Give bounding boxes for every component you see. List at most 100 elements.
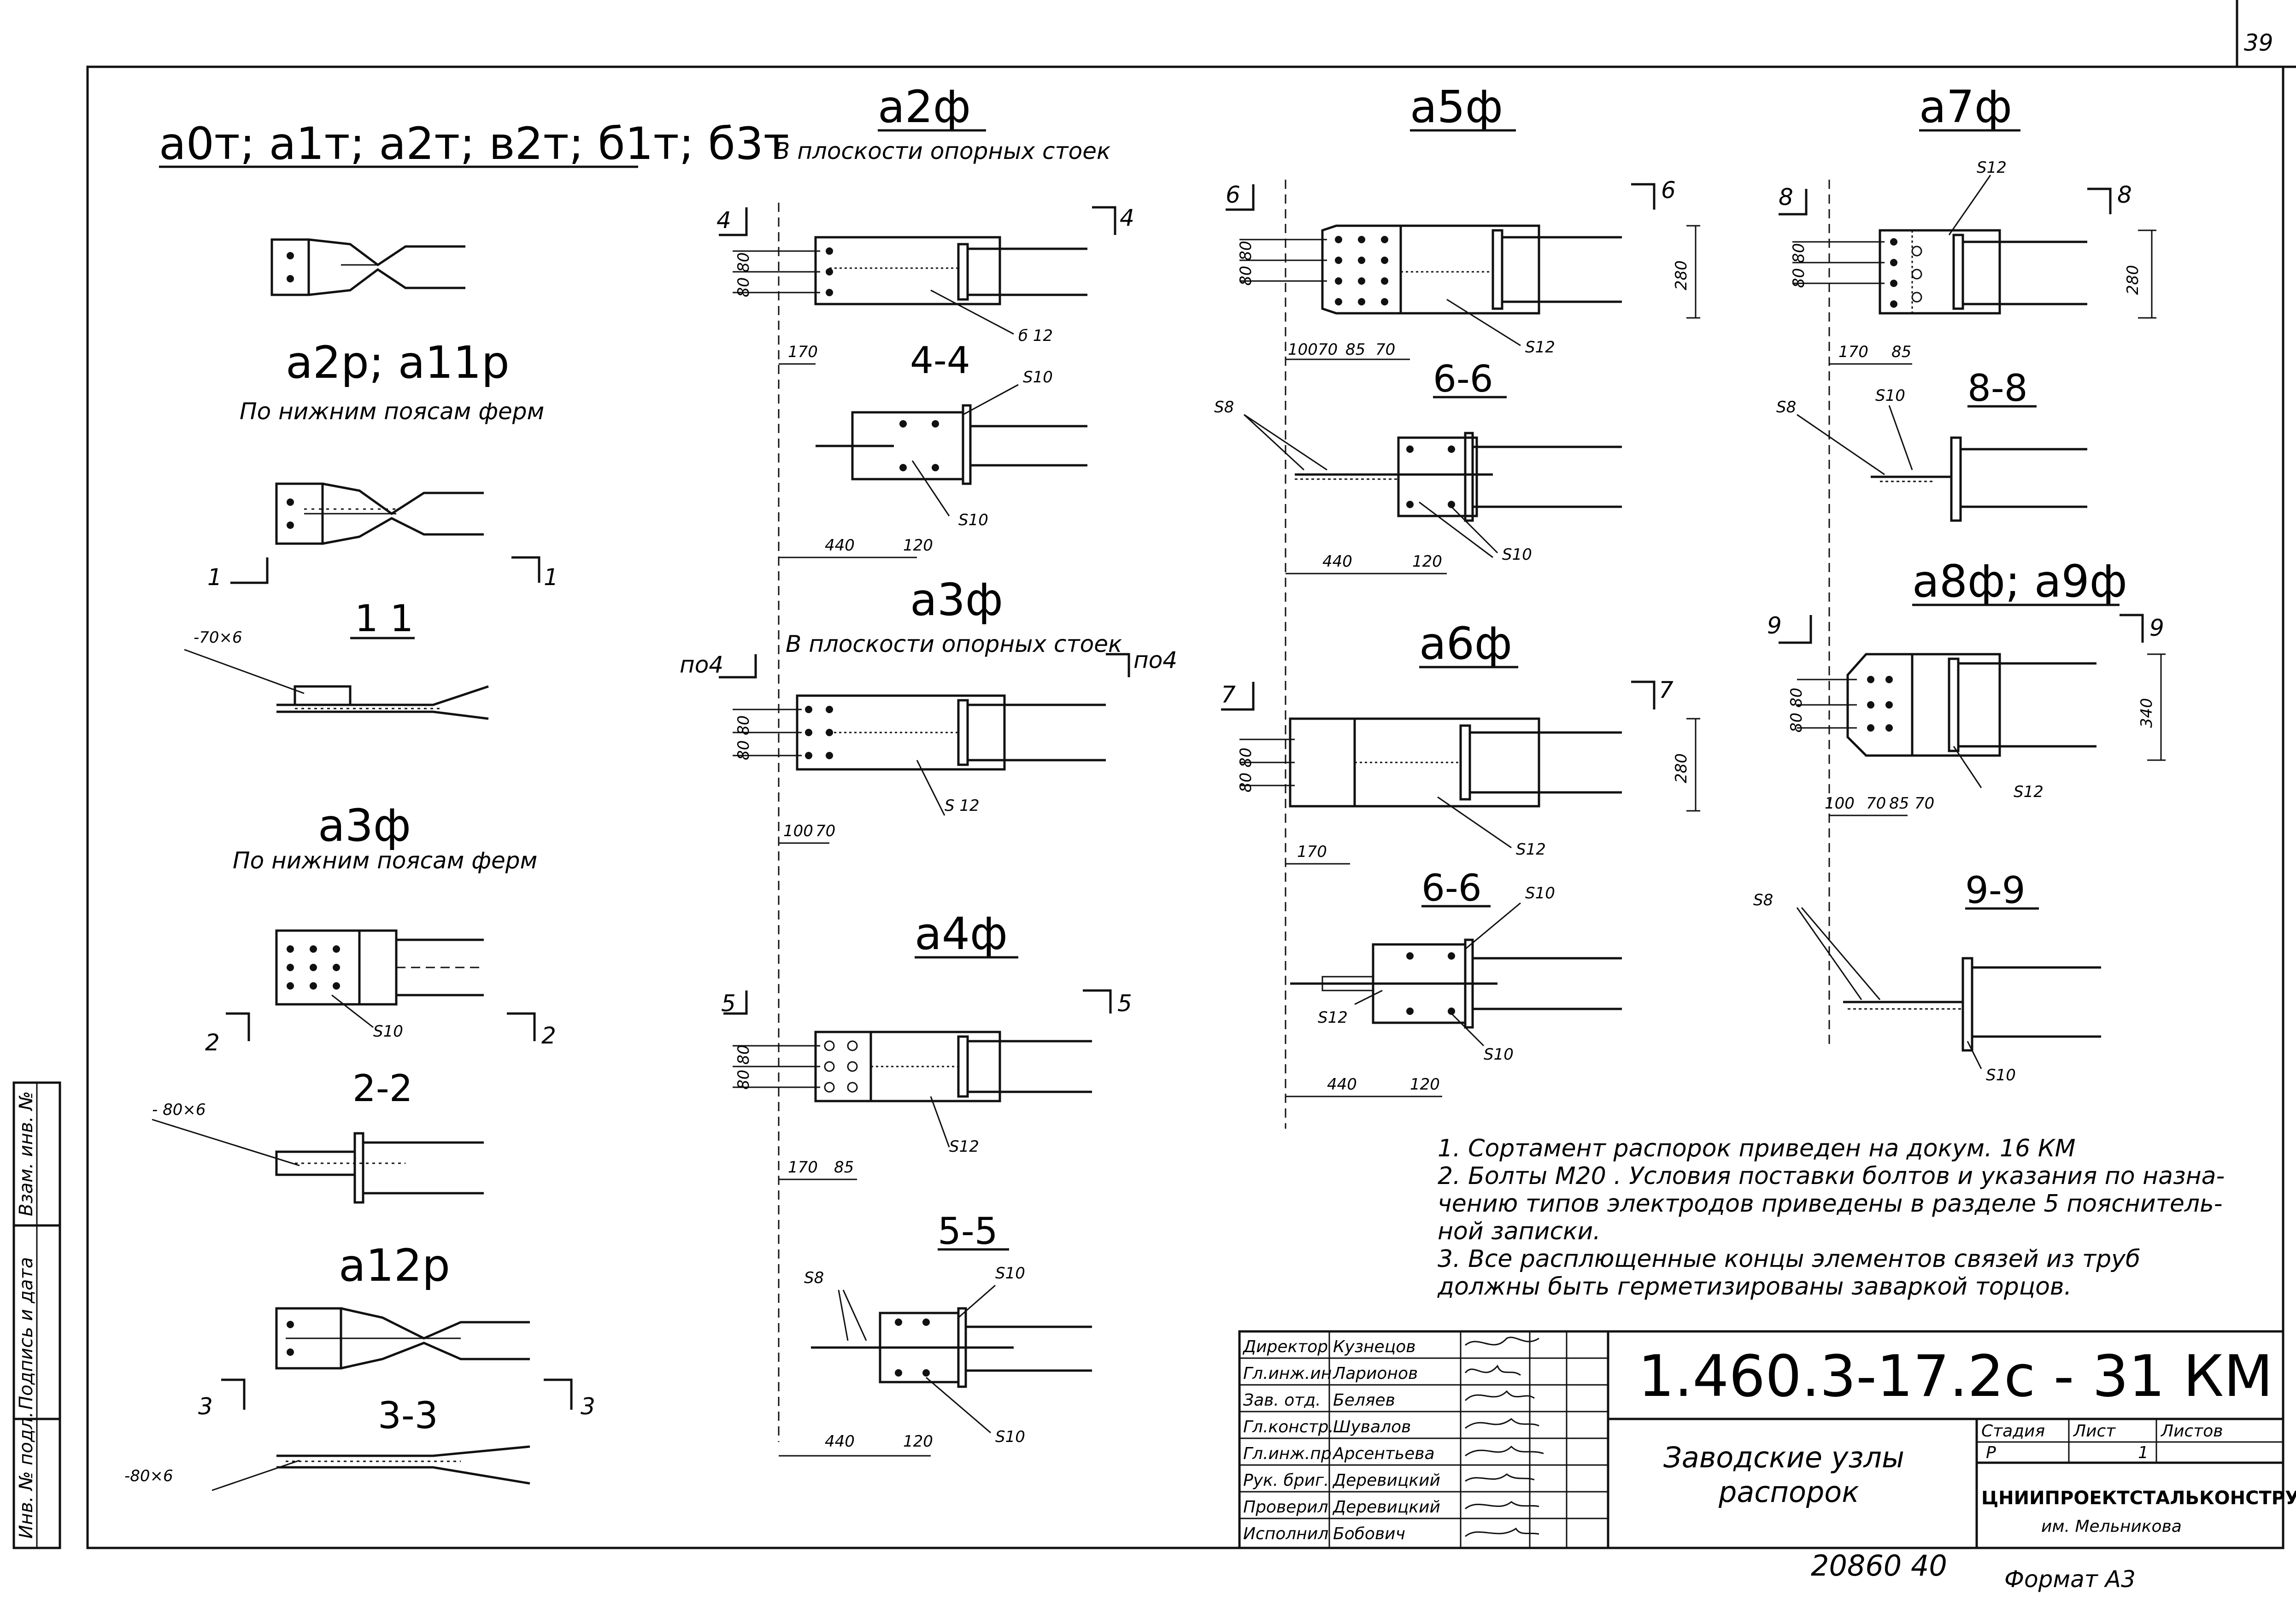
- cutpo4-right: по4: [1133, 647, 1177, 674]
- sec66b-s12: S12: [1318, 1008, 1348, 1027]
- inventory-number: 20860 40: [1811, 1549, 1947, 1582]
- sig-name-2: Ларионов: [1332, 1364, 1418, 1383]
- stage-label: Стадия: [1981, 1422, 2045, 1441]
- col4-title2: а8ф; а9ф: [1912, 556, 2127, 607]
- a7f-d85: 85: [1891, 343, 1911, 361]
- sheet-title-1: Заводские узлы: [1663, 1441, 1904, 1474]
- sec44-s10-bottom: S10: [958, 511, 988, 529]
- cut9-left: 9: [1767, 612, 1782, 639]
- col1-sub3: По нижним поясам ферм: [233, 847, 537, 874]
- cut6-left: 6: [1226, 182, 1240, 208]
- sec66-s8: S8: [1214, 398, 1234, 416]
- node-a6f: 7 7 80 80 280 S12 170: [1221, 677, 1700, 865]
- section-9-9: 9-9: [1965, 869, 2026, 912]
- cut6-right: 6: [1661, 177, 1676, 204]
- cut9-right: 9: [2149, 615, 2164, 641]
- sheet-number: 39: [2244, 29, 2273, 56]
- a3f-d100: 100: [783, 822, 813, 840]
- handwritten-signatures: [1464, 1336, 1544, 1537]
- node-a4f: 5 5 80 80 S12 170 85: [721, 989, 1132, 1180]
- col1-sub2: По нижним поясам ферм: [240, 398, 544, 425]
- section-1-1: 1 1: [355, 597, 413, 640]
- sec66-s10: S10: [1502, 545, 1532, 564]
- notes: 1. Сортамент распорок приведен на докум.…: [1437, 1135, 2225, 1301]
- sec66b-d120: 120: [1410, 1075, 1440, 1094]
- col2-title3: а4ф: [915, 908, 1008, 960]
- cut3-label-left: 3: [198, 1393, 213, 1420]
- section-6-6: 6-6: [1433, 358, 1493, 400]
- a4f-d85: 85: [834, 1158, 854, 1177]
- section-3-3-shape: [211, 1445, 530, 1491]
- sig-role-2: Гл.инж.ин: [1243, 1364, 1332, 1383]
- sheet-value: 1: [2138, 1443, 2149, 1462]
- sec66-d440: 440: [1322, 552, 1352, 571]
- note-1: 1. Сортамент распорок приведен на докум.…: [1438, 1135, 2076, 1162]
- column3: а5ф 6 6 80 80 280 100 70: [1214, 81, 1700, 1097]
- a3f-s12: S 12: [945, 797, 980, 815]
- cut4-left: 4: [716, 207, 731, 234]
- sheet-label: Лист: [2073, 1422, 2116, 1441]
- a2f-d170: 170: [788, 343, 818, 361]
- a3f-d70: 70: [816, 822, 835, 840]
- column1: а0т; а1т; а2т; в2т; б1т; б3т а2р; а11р П…: [124, 118, 789, 1491]
- section-6-6-shape: S10 440 120: [1243, 414, 1622, 574]
- col3-title1: а5ф: [1410, 81, 1503, 133]
- a7f-d170: 170: [1838, 343, 1868, 361]
- sig-role-5: Гл.инж.пр: [1243, 1444, 1332, 1463]
- section-1-1-shape: [184, 649, 489, 720]
- title-block: 1.460.3-17.2с - 31 КМ Заводские узлы рас…: [1238, 1330, 2296, 1549]
- section-4-4: 4-4: [910, 339, 970, 382]
- column2: а2ф В плоскости опорных стоек 4 4 80 80 …: [680, 81, 1177, 1457]
- section-9-9-shape: S10: [1796, 907, 2101, 1084]
- a5f-dim0: 100: [1288, 340, 1318, 359]
- node-a3f-plane: по4 по4 80 80 S 12 100 70: [680, 647, 1177, 844]
- a3f-d8080: 80 80: [734, 715, 753, 760]
- cut8-right: 8: [2117, 182, 2132, 208]
- col2-sub2: В плоскости опорных стоек: [786, 631, 1122, 657]
- cut2-label-right: 2: [541, 1022, 556, 1049]
- col3-title2: а6ф: [1419, 618, 1512, 669]
- note-2a: 2. Болты М20 . Условия поставки болтов и…: [1438, 1162, 2225, 1190]
- plate-dim-3: -80×6: [124, 1467, 173, 1485]
- section-2-2-shape: [152, 1119, 484, 1204]
- sig-name-8: Бобович: [1333, 1524, 1405, 1543]
- a4f-d170: 170: [788, 1158, 818, 1177]
- cut-3-marks: 3 3: [198, 1378, 595, 1420]
- sig-name-5: Арсентьева: [1332, 1444, 1435, 1463]
- a6f-d170: 170: [1297, 843, 1327, 861]
- sig-role-3: Зав. отд.: [1243, 1391, 1321, 1410]
- a8f-d340: 340: [2137, 698, 2156, 728]
- sec55-s8: S8: [804, 1269, 824, 1287]
- section-2-2: 2-2: [352, 1067, 413, 1110]
- sig-name-3: Беляев: [1333, 1391, 1395, 1410]
- format-label: Формат А3: [2004, 1566, 2136, 1593]
- col1-title4: а12р: [339, 1240, 450, 1291]
- cut3-label-right: 3: [581, 1393, 595, 1420]
- signature-rows: Директор Кузнецов Гл.инж.ин Ларионов Зав…: [1239, 1337, 1608, 1543]
- sheets-label: Листов: [2160, 1422, 2223, 1441]
- a7f-d8080: 80 80: [1790, 243, 1808, 288]
- note-3b: должны быть герметизированы заваркой тор…: [1437, 1273, 2072, 1301]
- sec66b-s10-top: S10: [1525, 884, 1555, 903]
- cut7-right: 7: [1659, 677, 1674, 703]
- sec66b-d440: 440: [1327, 1075, 1357, 1094]
- section-8-8: 8-8: [1967, 367, 2028, 410]
- node-a5f: 6 6 80 80 280 100 70 85 70: [1226, 177, 1700, 360]
- a8f-s12: S12: [2014, 783, 2043, 801]
- a6f-d8080: 80 80: [1237, 748, 1255, 792]
- sheet-title-2: распорок: [1718, 1475, 1859, 1509]
- sheet-frame: [86, 65, 2284, 1549]
- node-a2p: [275, 482, 484, 545]
- cut1-label-left: 1: [207, 564, 222, 591]
- section-8-8-shape: [1797, 405, 2087, 522]
- node-a3f-bottom: [275, 929, 484, 1006]
- a4f-s12: S12: [949, 1137, 979, 1156]
- a8f-dim1: 70: [1866, 794, 1886, 813]
- node-a2f: 4 4 80 80 170 б 12: [716, 205, 1134, 365]
- stage-value: Р: [1986, 1443, 1996, 1462]
- col1-title3: а3ф: [318, 800, 411, 851]
- a8f-dim2: 85: [1889, 794, 1909, 813]
- note-2c: ной записки.: [1438, 1218, 1601, 1245]
- a5f-d280: 280: [1672, 260, 1691, 290]
- col2-title1: а2ф: [878, 81, 971, 133]
